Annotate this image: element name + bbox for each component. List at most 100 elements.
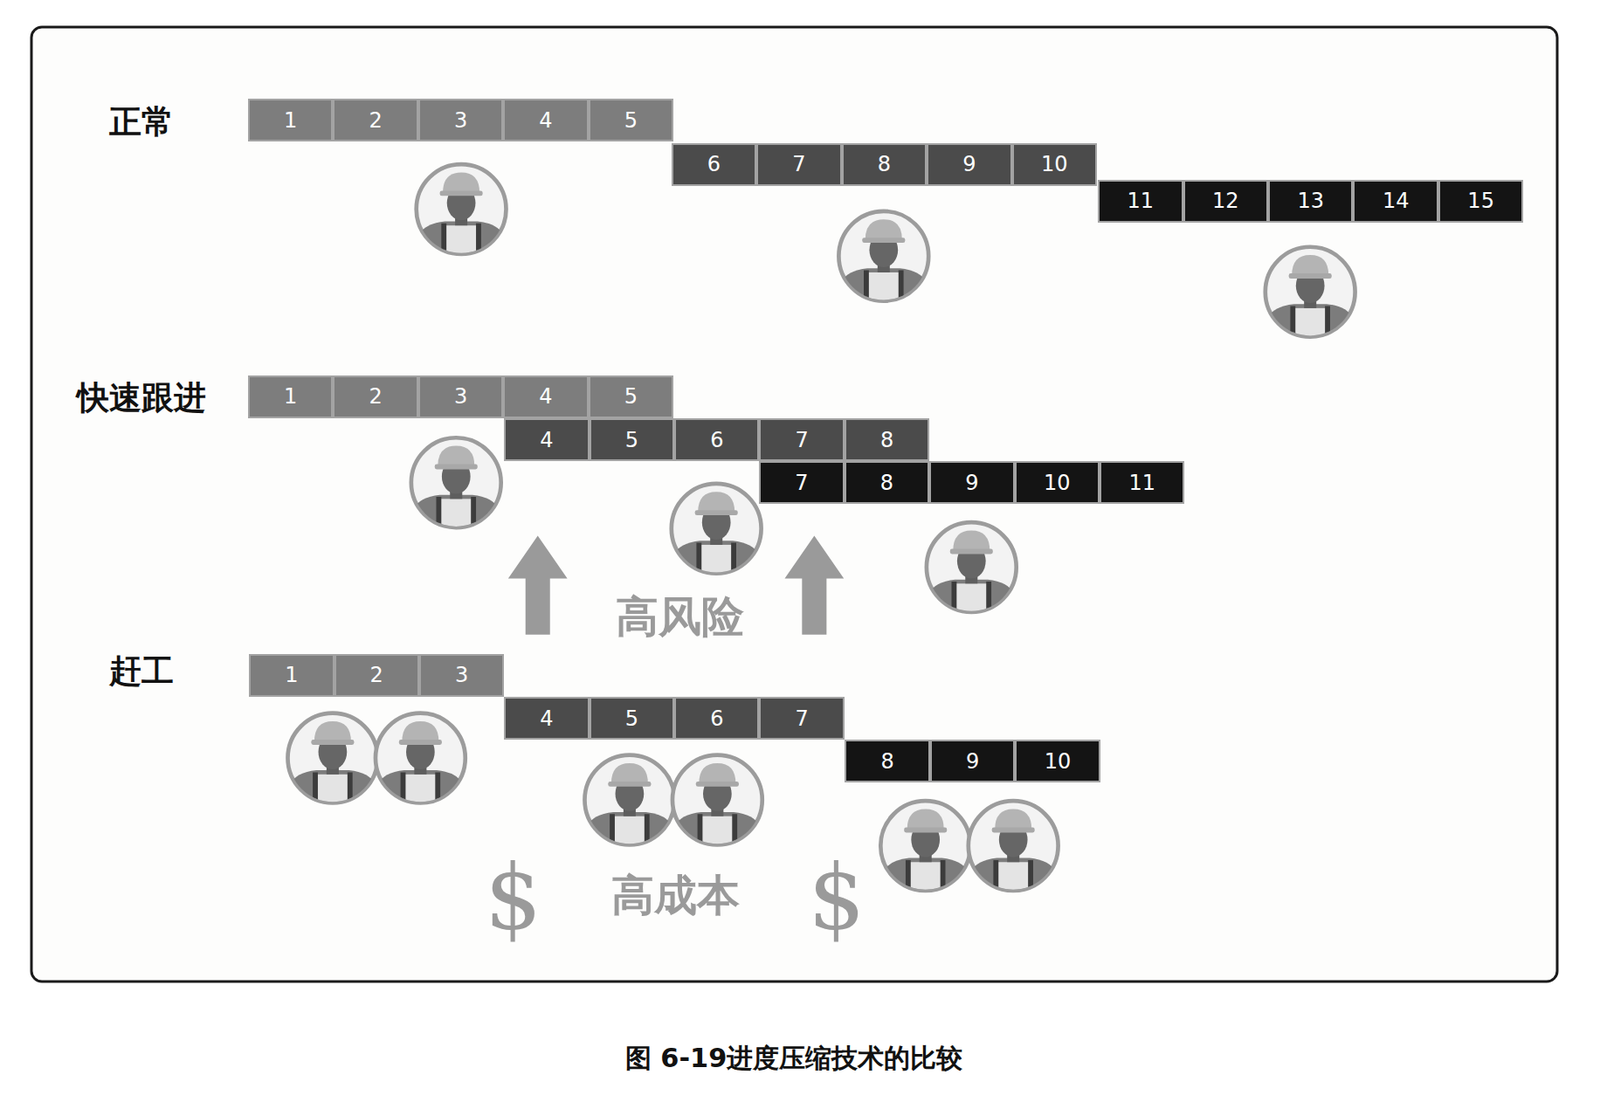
task-cell: 6 — [671, 143, 757, 187]
task-number: 5 — [624, 384, 638, 409]
worker-icon — [924, 522, 1019, 619]
task-cell: 4 — [503, 696, 589, 740]
task-cell: 7 — [758, 461, 844, 504]
task-number: 4 — [538, 384, 552, 409]
task-cell: 5 — [588, 375, 674, 419]
task-number: 4 — [539, 706, 553, 732]
task-cell: 10 — [1012, 143, 1097, 187]
task-cell: 6 — [674, 418, 759, 462]
task-number: 9 — [965, 749, 980, 774]
worker-icon — [670, 755, 765, 852]
task-number: 15 — [1467, 188, 1495, 214]
row-label: 正常 — [109, 106, 174, 139]
row-label: 快速跟进 — [76, 381, 207, 414]
task-number: 6 — [707, 151, 721, 177]
task-cell: 3 — [419, 654, 504, 697]
task-number: 11 — [1127, 188, 1155, 214]
task-cell: 2 — [332, 98, 418, 142]
task-cell: 8 — [844, 461, 930, 504]
task-number: 9 — [965, 470, 979, 496]
task-number: 4 — [538, 108, 552, 133]
task-number: 8 — [880, 427, 894, 453]
task-cell: 10 — [1014, 461, 1100, 504]
task-number: 1 — [283, 108, 297, 133]
task-cell: 4 — [503, 375, 588, 419]
task-cell: 12 — [1183, 179, 1269, 223]
task-number: 1 — [283, 384, 297, 409]
task-cell: 7 — [758, 696, 844, 740]
task-number: 8 — [880, 749, 894, 774]
task-cell: 7 — [756, 143, 842, 187]
figure-caption: 图 6-19进度压缩技术的比较 — [625, 1044, 964, 1071]
task-cell: 5 — [589, 696, 675, 740]
task-cell: 2 — [334, 654, 420, 697]
worker-icon — [878, 800, 973, 897]
frame-border — [31, 27, 1558, 982]
task-number: 5 — [625, 427, 639, 453]
task-cell: 14 — [1352, 179, 1438, 223]
task-cell: 1 — [248, 654, 334, 697]
task-cell: 3 — [418, 98, 504, 142]
task-number: 6 — [710, 427, 724, 453]
task-number: 5 — [625, 706, 639, 732]
task-number: 8 — [880, 470, 894, 496]
worker-icon — [836, 211, 931, 308]
task-number: 14 — [1382, 188, 1410, 214]
up-arrow — [784, 535, 844, 635]
task-number: 2 — [368, 384, 382, 409]
task-number: 6 — [710, 706, 724, 732]
task-cell: 3 — [418, 375, 504, 419]
task-cell: 9 — [930, 739, 1015, 783]
task-cell: 11 — [1097, 179, 1183, 223]
up-arrow — [508, 535, 568, 635]
task-cell: 13 — [1268, 179, 1353, 223]
task-number: 9 — [962, 151, 976, 177]
dollar-sign: $ — [807, 853, 865, 944]
task-cell: 4 — [503, 418, 589, 462]
task-number: 3 — [455, 662, 469, 688]
worker-icon — [965, 800, 1060, 897]
task-number: 13 — [1296, 188, 1325, 214]
worker-icon — [373, 713, 468, 810]
task-number: 7 — [792, 151, 806, 177]
task-cell: 7 — [758, 418, 844, 462]
worker-icon — [409, 437, 504, 534]
task-number: 10 — [1041, 151, 1069, 177]
task-cell: 1 — [248, 98, 333, 142]
task-cell: 11 — [1099, 461, 1185, 504]
task-cell: 6 — [674, 696, 759, 740]
task-number: 1 — [284, 662, 298, 688]
task-cell: 8 — [841, 143, 927, 187]
task-number: 10 — [1044, 749, 1072, 774]
task-number: 10 — [1043, 470, 1071, 496]
task-number: 4 — [539, 427, 553, 453]
task-cell: 9 — [926, 143, 1012, 187]
worker-icon — [582, 755, 676, 852]
task-number: 3 — [454, 384, 468, 409]
task-cell: 9 — [929, 461, 1014, 504]
cost-note: 高成本 — [611, 874, 740, 918]
task-cell: 4 — [503, 98, 588, 142]
task-number: 11 — [1128, 470, 1156, 496]
row-label: 赶工 — [109, 655, 174, 688]
task-number: 7 — [795, 427, 809, 453]
task-number: 3 — [454, 108, 468, 133]
task-cell: 2 — [332, 375, 418, 419]
task-cell: 5 — [589, 418, 675, 462]
worker-icon — [668, 483, 763, 580]
task-cell: 8 — [844, 739, 930, 783]
task-cell: 8 — [844, 418, 930, 462]
worker-icon — [285, 713, 380, 810]
task-number: 8 — [877, 151, 891, 177]
task-number: 12 — [1212, 188, 1240, 214]
task-number: 7 — [794, 470, 808, 496]
worker-icon — [413, 164, 508, 261]
worker-icon — [1262, 247, 1357, 344]
task-number: 5 — [624, 108, 638, 133]
task-cell: 5 — [588, 98, 674, 142]
task-cell: 10 — [1014, 739, 1100, 783]
task-cell: 1 — [248, 375, 333, 419]
risk-note: 高风险 — [615, 595, 745, 639]
dollar-sign: $ — [484, 853, 542, 944]
task-number: 7 — [795, 706, 809, 732]
